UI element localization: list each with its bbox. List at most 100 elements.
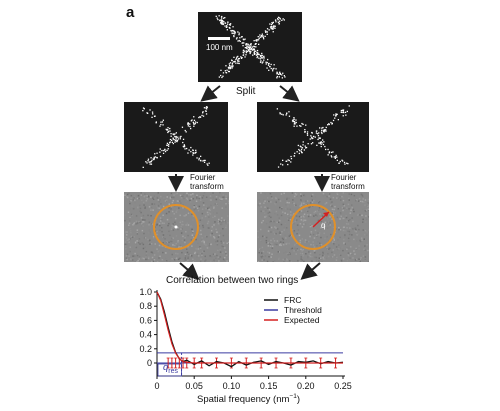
noise-pixel: [347, 240, 350, 242]
localization-point: [194, 152, 197, 154]
localization-point: [268, 69, 270, 71]
noise-pixel: [286, 201, 288, 204]
noise-pixel: [142, 219, 144, 221]
localization-point: [149, 163, 151, 165]
noise-pixel: [313, 246, 316, 248]
localization-point: [253, 40, 255, 42]
noise-pixel: [196, 197, 198, 199]
noise-pixel: [140, 192, 142, 194]
localization-point: [260, 56, 262, 58]
noise-pixel: [321, 222, 324, 224]
noise-pixel: [130, 258, 132, 260]
noise-pixel: [265, 241, 268, 244]
noise-pixel: [314, 196, 317, 198]
noise-pixel: [278, 198, 280, 201]
localization-point: [318, 137, 321, 139]
noise-pixel: [141, 225, 143, 227]
noise-pixel: [364, 258, 366, 261]
noise-pixel: [148, 224, 150, 226]
noise-pixel: [322, 208, 324, 210]
noise-pixel: [144, 207, 146, 209]
localization-point: [150, 161, 152, 163]
localization-point: [320, 145, 322, 148]
localization-point: [312, 142, 314, 144]
noise-pixel: [128, 255, 130, 257]
localization-point: [190, 127, 192, 130]
noise-pixel: [318, 257, 321, 259]
noise-pixel: [214, 203, 217, 205]
x-tick-label: 0.10: [223, 381, 241, 391]
localization-point: [149, 161, 151, 163]
noise-pixel: [324, 203, 326, 205]
noise-pixel: [321, 226, 324, 228]
noise-pixel: [212, 228, 214, 230]
localization-point: [265, 31, 267, 33]
localization-point: [327, 148, 329, 151]
noise-pixel: [336, 193, 339, 195]
noise-pixel: [192, 198, 195, 200]
noise-pixel: [336, 249, 339, 251]
noise-pixel: [168, 249, 171, 251]
noise-pixel: [280, 193, 283, 195]
noise-pixel: [162, 242, 164, 244]
localization-point: [291, 120, 294, 122]
localization-point: [285, 114, 287, 116]
localization-point: [279, 18, 281, 20]
noise-pixel: [129, 216, 131, 219]
localization-point: [221, 15, 223, 18]
noise-pixel: [190, 197, 193, 200]
localization-point: [237, 55, 239, 58]
noise-pixel: [139, 210, 141, 212]
noise-pixel: [187, 224, 190, 226]
noise-pixel: [324, 225, 326, 227]
noise-pixel: [159, 229, 161, 231]
localization-point: [159, 148, 161, 150]
localization-point: [187, 123, 190, 125]
noise-pixel: [228, 202, 229, 204]
noise-pixel: [169, 196, 172, 199]
noise-pixel: [216, 231, 218, 233]
noise-pixel: [311, 195, 313, 197]
noise-pixel: [355, 247, 357, 250]
noise-pixel: [307, 255, 309, 258]
noise-pixel: [139, 204, 141, 207]
localization-point: [267, 58, 269, 61]
noise-pixel: [158, 257, 160, 259]
noise-pixel: [318, 232, 321, 234]
noise-pixel: [178, 246, 180, 248]
noise-pixel: [214, 215, 216, 218]
noise-pixel: [195, 200, 198, 202]
noise-pixel: [175, 193, 177, 196]
localization-point: [230, 23, 232, 25]
noise-pixel: [305, 204, 307, 206]
noise-pixel: [201, 253, 203, 255]
noise-pixel: [275, 203, 277, 206]
localization-point: [305, 146, 308, 149]
localization-point: [194, 121, 197, 123]
localization-point: [228, 68, 230, 70]
noise-pixel: [357, 213, 359, 216]
noise-pixel: [345, 215, 347, 217]
noise-pixel: [262, 220, 264, 222]
noise-pixel: [330, 233, 332, 236]
localization-point: [244, 56, 246, 58]
localization-point: [300, 148, 303, 150]
localization-point: [276, 75, 278, 78]
noise-pixel: [340, 259, 343, 262]
noise-pixel: [191, 213, 193, 215]
localization-point: [242, 50, 245, 52]
noise-pixel: [160, 245, 163, 247]
noise-pixel: [294, 203, 297, 205]
noise-pixel: [308, 199, 310, 202]
localization-point: [255, 46, 257, 48]
noise-pixel: [353, 194, 356, 197]
localization-point: [342, 109, 344, 111]
noise-pixel: [192, 193, 194, 195]
noise-pixel: [136, 240, 138, 242]
localization-point: [318, 132, 320, 134]
noise-pixel: [128, 254, 131, 256]
noise-pixel: [132, 199, 135, 201]
localization-point: [317, 138, 319, 141]
frc-ring-left: [153, 204, 199, 250]
noise-pixel: [357, 224, 359, 227]
